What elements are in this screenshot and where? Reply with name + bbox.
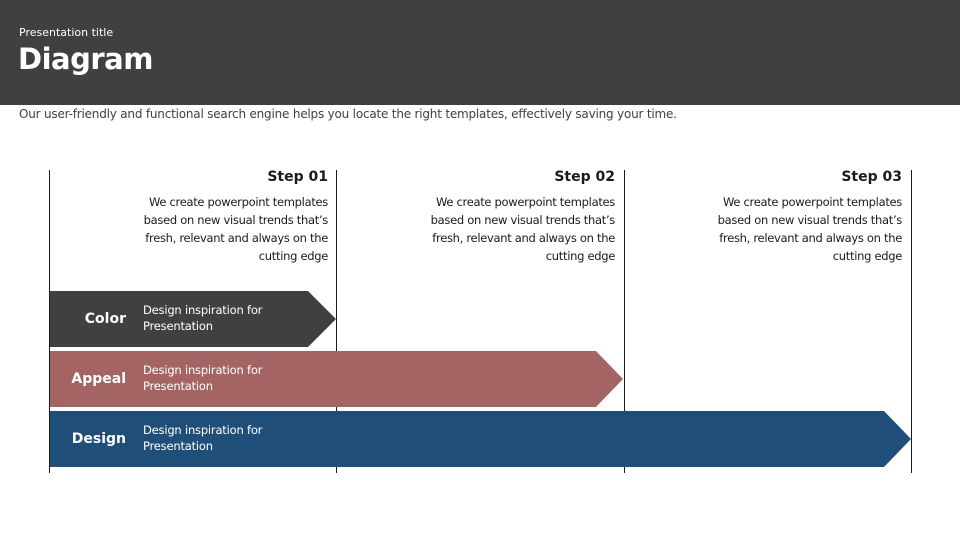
presentation-title: Presentation title xyxy=(19,26,114,39)
step-03-description: We create powerpoint templates based on … xyxy=(717,195,903,263)
divider-line-step-01 xyxy=(336,170,337,473)
band-label-appeal: Appeal xyxy=(71,371,126,387)
band-description-color: Design inspiration for Presentation xyxy=(143,303,263,333)
arrow-band-appeal: Appeal Design inspiration for Presentati… xyxy=(50,351,623,407)
header-bar: Presentation title Diagram xyxy=(0,0,960,105)
divider-line-start xyxy=(49,170,50,473)
band-description-appeal: Design inspiration for Presentation xyxy=(143,363,263,393)
divider-line-step-02 xyxy=(624,170,625,473)
band-label-design: Design xyxy=(71,431,126,447)
step-02-title: Step 02 xyxy=(554,169,615,185)
step-01-description: We create powerpoint templates based on … xyxy=(143,195,329,263)
arrow-band-design: Design Design inspiration for Presentati… xyxy=(50,411,911,467)
band-label-color: Color xyxy=(84,311,126,327)
slide-title: Diagram xyxy=(18,42,153,76)
step-03-title: Step 03 xyxy=(841,169,902,185)
arrow-band-color: Color Design inspiration for Presentatio… xyxy=(50,291,336,347)
slide-subtitle: Our user-friendly and functional search … xyxy=(19,107,677,121)
band-description-design: Design inspiration for Presentation xyxy=(143,423,263,453)
step-01-title: Step 01 xyxy=(267,169,328,185)
divider-line-step-03 xyxy=(911,170,912,473)
step-02-description: We create powerpoint templates based on … xyxy=(430,195,616,263)
